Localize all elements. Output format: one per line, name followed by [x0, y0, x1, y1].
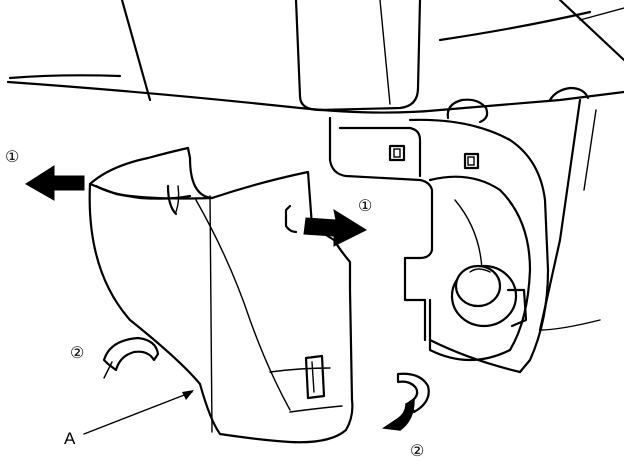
label-part-a: A	[64, 429, 76, 448]
knob	[450, 264, 528, 328]
label-step-1-right: ①	[358, 196, 372, 215]
pull-arrow-left	[25, 165, 85, 201]
dashboard-structure	[6, 0, 624, 374]
lower-cover-part	[88, 146, 354, 444]
label-step-2-left: ②	[70, 343, 84, 362]
bracket-clip-left	[388, 144, 406, 162]
label-step-2-right: ②	[410, 441, 424, 460]
rotate-arrow-left	[102, 336, 160, 379]
label-step-1-left: ①	[5, 147, 19, 166]
pull-arrow-right	[303, 208, 368, 247]
rotate-arrow-right	[381, 372, 430, 431]
leader-line-a	[83, 390, 194, 435]
bracket-clip-right	[463, 152, 480, 170]
